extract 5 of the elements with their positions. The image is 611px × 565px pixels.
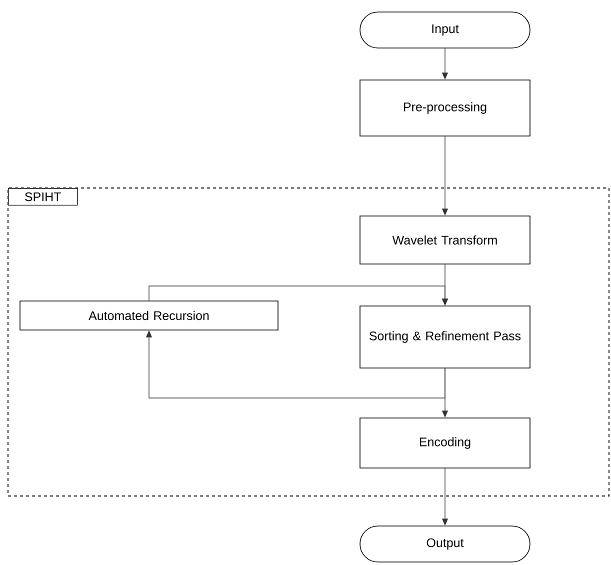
process-box: Sorting & Refinement Pass (360, 306, 530, 368)
process-box: Automated Recursion (20, 300, 278, 330)
process-box: Pre-processing (360, 80, 530, 136)
process-box: Encoding (360, 418, 530, 468)
process-box: Wavelet Transform (360, 216, 530, 264)
